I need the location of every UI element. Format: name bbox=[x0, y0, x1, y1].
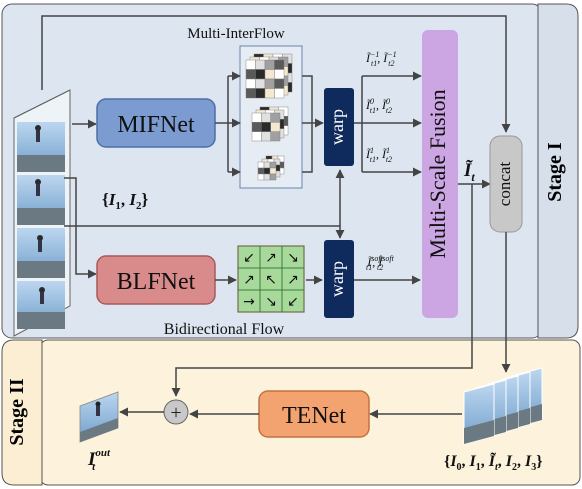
sequence-frame-stack bbox=[463, 367, 543, 445]
interflow-small-cell bbox=[257, 167, 265, 175]
multi-interflow-grid-small bbox=[257, 155, 285, 181]
interflow-large-cell bbox=[245, 88, 256, 99]
interflow-large-cell bbox=[255, 59, 266, 70]
stage1-tab bbox=[537, 3, 579, 339]
interflow-medium-cell bbox=[270, 131, 281, 142]
fusion-to-plus bbox=[171, 184, 473, 397]
blfnet-label: BLFNet bbox=[117, 269, 196, 295]
interflow-medium-cell bbox=[251, 112, 262, 123]
input-frame-stack bbox=[13, 89, 71, 337]
plus-label: + bbox=[170, 402, 181, 424]
interflow-large-cell bbox=[274, 59, 285, 70]
flow-vector-arrow: ↙ bbox=[243, 250, 255, 266]
multi-scale-fusion-label: Multi-Scale Fusion bbox=[425, 89, 450, 258]
warp-block-bottom bbox=[324, 240, 354, 318]
input-pair-label: {I1, I2} bbox=[102, 190, 148, 212]
bidirectional-flow-label: Bidirectional Flow bbox=[164, 321, 285, 338]
interflow-small-cell bbox=[257, 161, 265, 169]
input-frame-1 bbox=[17, 175, 65, 225]
flow-vector-arrow: ↙ bbox=[287, 294, 299, 310]
multi-interflow-grid-large bbox=[245, 53, 293, 99]
bidirectional-flow-grid: ↙ ↗ ↘ ↗ ↖ ↗ → ↘ ↙ bbox=[237, 245, 305, 313]
interflow-large-cell bbox=[245, 78, 256, 89]
output-frame bbox=[79, 391, 119, 443]
input-frame-3 bbox=[17, 281, 65, 329]
stage2-label: Stage II bbox=[6, 378, 28, 445]
interflow-medium-cell bbox=[261, 112, 271, 123]
warp-block-top bbox=[324, 88, 354, 166]
interflow-large-cell bbox=[264, 78, 275, 89]
flow-vector-arrow: ↗ bbox=[243, 272, 255, 288]
sequence-label: {I0, I1, Ĩt, I2, I3} bbox=[444, 451, 543, 473]
sequence-frame-ground bbox=[464, 420, 494, 444]
flow-vector-arrow: ↗ bbox=[265, 250, 277, 266]
interflow-large-cell bbox=[264, 59, 275, 70]
flow-vector-arrow: → bbox=[243, 294, 255, 310]
flow-vector-arrow: ↖ bbox=[265, 272, 277, 288]
interflow-medium-cell bbox=[270, 112, 281, 123]
interflow-large-cell bbox=[264, 69, 275, 80]
interflow-small-cell bbox=[269, 173, 277, 181]
skip-arrow-top bbox=[41, 15, 511, 133]
interflow-large-cell bbox=[274, 69, 285, 80]
interflow-large-cell bbox=[274, 78, 285, 89]
flow-grid-cell bbox=[281, 289, 305, 313]
interflow-large-cell bbox=[245, 69, 256, 80]
interflow-large-cell bbox=[255, 88, 266, 99]
interflow-medium-cell bbox=[261, 131, 271, 142]
warp-bottom-label: warp bbox=[327, 261, 347, 297]
flow-vector-arrow: ↘ bbox=[287, 250, 299, 266]
interflow-large-cell bbox=[245, 59, 256, 70]
multi-scale-fusion-block bbox=[422, 30, 458, 318]
interflow-small-cell bbox=[269, 161, 277, 169]
stage2-tab bbox=[1, 339, 43, 486]
interflow-medium-cell bbox=[251, 131, 262, 142]
interflow-medium-cell bbox=[261, 122, 271, 132]
interflow-large-cell bbox=[264, 88, 275, 99]
interflow-medium-cell bbox=[270, 122, 281, 132]
interflow-small-cell bbox=[257, 173, 265, 181]
interflow-small-cell bbox=[263, 161, 271, 169]
multi-interflow-grid-medium bbox=[251, 106, 289, 142]
concat-label: concat bbox=[495, 162, 514, 207]
warp-top-label: warp bbox=[327, 109, 347, 145]
interflow-large-cell bbox=[255, 69, 266, 80]
interflow-large-cell bbox=[274, 88, 285, 99]
interflow-small-cell bbox=[263, 173, 271, 181]
stage1-label: Stage I bbox=[544, 142, 566, 202]
tenet-label: TENet bbox=[282, 403, 346, 429]
interflow-medium-cell bbox=[251, 122, 262, 132]
interp-frame-label: Ĩt bbox=[463, 160, 475, 184]
input-frame-0 bbox=[17, 122, 65, 172]
multi-interflow-label: Multi-InterFlow bbox=[187, 26, 285, 42]
warp-top-fork bbox=[354, 75, 420, 173]
mifnet-label: MIFNet bbox=[117, 112, 195, 138]
flow-vector-arrow: ↗ bbox=[287, 272, 299, 288]
interflow-small-cell bbox=[269, 167, 277, 175]
interflow-large-cell bbox=[255, 78, 266, 89]
input-frame-2 bbox=[17, 228, 65, 278]
interflow-small-cell bbox=[263, 167, 271, 175]
flow-vector-arrow: ↘ bbox=[265, 294, 277, 310]
